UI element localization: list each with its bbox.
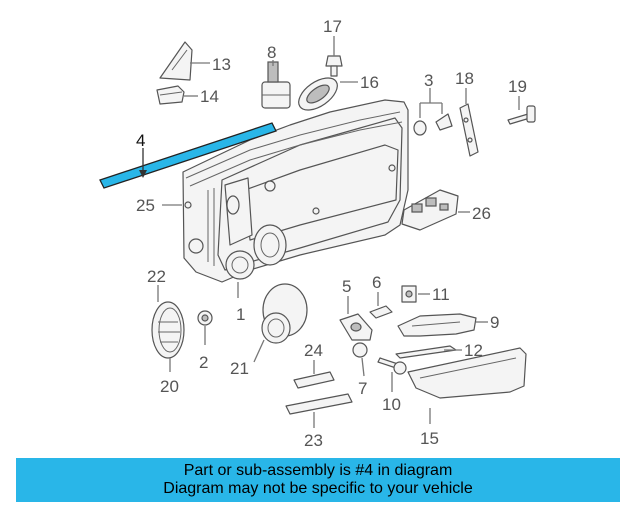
callout-13: 13 xyxy=(212,55,231,74)
door-panel-assembly xyxy=(182,99,409,283)
callout-17: 17 xyxy=(323,17,342,36)
callout-numbers: 1 2 3 4 5 6 7 8 9 10 11 12 13 14 15 16 1… xyxy=(136,17,527,450)
callout-10: 10 xyxy=(382,395,401,414)
callout-11: 11 xyxy=(432,285,450,304)
callout-16: 16 xyxy=(360,73,379,92)
part-13-mirror-cover xyxy=(159,41,210,81)
callout-2: 2 xyxy=(199,353,208,372)
part-10-screw xyxy=(377,357,407,392)
callout-3: 3 xyxy=(424,71,433,90)
part-15-lower-panel xyxy=(407,347,527,424)
callout-4: 4 xyxy=(136,131,145,150)
callout-5: 5 xyxy=(342,277,351,296)
callout-20: 20 xyxy=(160,377,179,396)
callout-12: 12 xyxy=(464,341,483,360)
part-12-trim-strip xyxy=(395,345,462,359)
callout-14: 14 xyxy=(200,87,219,106)
part-21-speaker xyxy=(253,283,308,363)
callout-8: 8 xyxy=(267,43,276,62)
part-7-grommet xyxy=(352,342,368,377)
part-2-clip xyxy=(197,310,213,345)
part-16-handle-bezel xyxy=(298,77,358,111)
part-8-switch xyxy=(261,60,291,109)
part-18-strip xyxy=(459,88,479,157)
part-17-clip xyxy=(325,36,343,77)
callout-21: 21 xyxy=(230,359,249,378)
part-26-switch-module xyxy=(401,189,470,231)
callout-1: 1 xyxy=(236,305,245,324)
part-19-screw xyxy=(507,96,536,125)
part-4-weatherstrip[interactable] xyxy=(99,122,277,189)
part-23-bracket xyxy=(285,393,353,428)
callout-22: 22 xyxy=(147,267,166,286)
part-5-handle xyxy=(339,296,373,341)
part-14-pad xyxy=(156,85,198,105)
part-6-lever xyxy=(369,292,393,319)
part-24-bracket xyxy=(293,360,335,389)
callout-18: 18 xyxy=(455,69,474,88)
callout-7: 7 xyxy=(358,379,367,398)
callout-6: 6 xyxy=(372,273,381,292)
callout-19: 19 xyxy=(508,77,527,96)
banner-line-1: Part or sub-assembly is #4 in diagram xyxy=(183,462,453,479)
callout-15: 15 xyxy=(420,429,439,448)
part-11-bracket xyxy=(401,285,430,303)
callout-25: 25 xyxy=(136,196,155,215)
part-9-pull-handle xyxy=(397,313,488,337)
callout-24: 24 xyxy=(304,341,323,360)
callout-23: 23 xyxy=(304,431,323,450)
info-banner: Part or sub-assembly is #4 in diagram Di… xyxy=(16,458,620,502)
banner-line-2: Diagram may not be specific to your vehi… xyxy=(163,480,473,497)
callout-26: 26 xyxy=(472,204,491,223)
part-3-caps xyxy=(413,88,453,136)
callout-9: 9 xyxy=(490,313,499,332)
part-22-20-speaker-cover xyxy=(151,285,185,372)
